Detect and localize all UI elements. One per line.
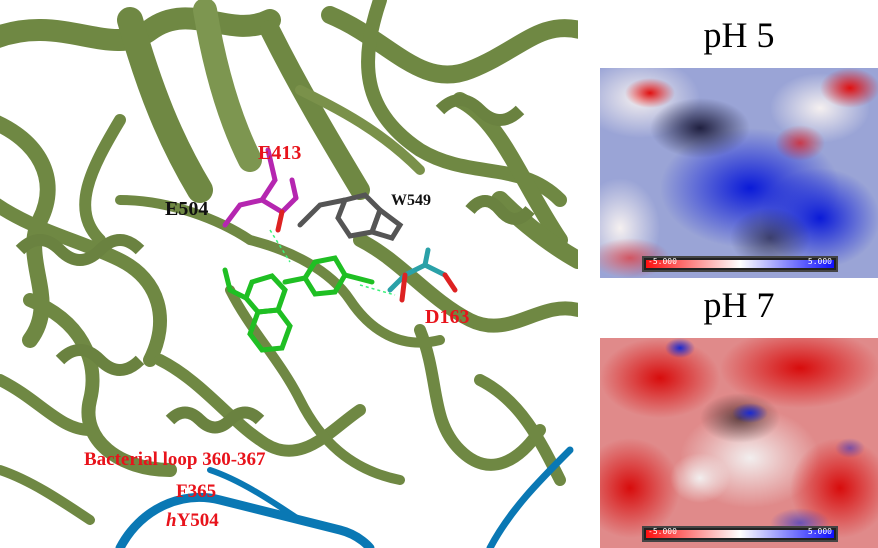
label-f365: F365 [176,481,217,502]
protein-ribbons [0,0,578,525]
ph7-color-scale: -5.000 5.000 [642,526,838,542]
label-w549: W549 [391,192,431,209]
ph5-color-scale: -5.000 5.000 [642,256,838,272]
ph7-scale-min: -5.000 [648,527,677,536]
label-d163: D163 [425,306,470,328]
ph7-electrostatic-surface: -5.000 5.000 [600,338,878,548]
ph7-title: pH 7 [703,285,775,325]
residue-d163 [387,247,458,303]
ph7-scale-max: 5.000 [807,527,832,536]
protein-structure-render [0,0,578,548]
helix-coils [15,94,535,434]
label-hy504: hY504 [166,510,219,531]
ph5-title: pH 5 [703,15,775,55]
label-e413: E413 [258,142,302,164]
ligand-sticks [222,255,375,353]
ph5-scale-min: -5.000 [648,257,677,266]
ph5-scale-max: 5.000 [807,257,832,266]
residue-w549 [297,192,404,241]
bacterial-loop-ribbon [115,446,574,548]
label-e504: E504 [165,198,209,220]
hydrogen-bonds [269,229,396,296]
label-bacterial-loop: Bacterial loop 360-367 [84,449,266,470]
ph5-electrostatic-surface: -5.000 5.000 [600,68,878,278]
residue-e413 [222,147,299,233]
